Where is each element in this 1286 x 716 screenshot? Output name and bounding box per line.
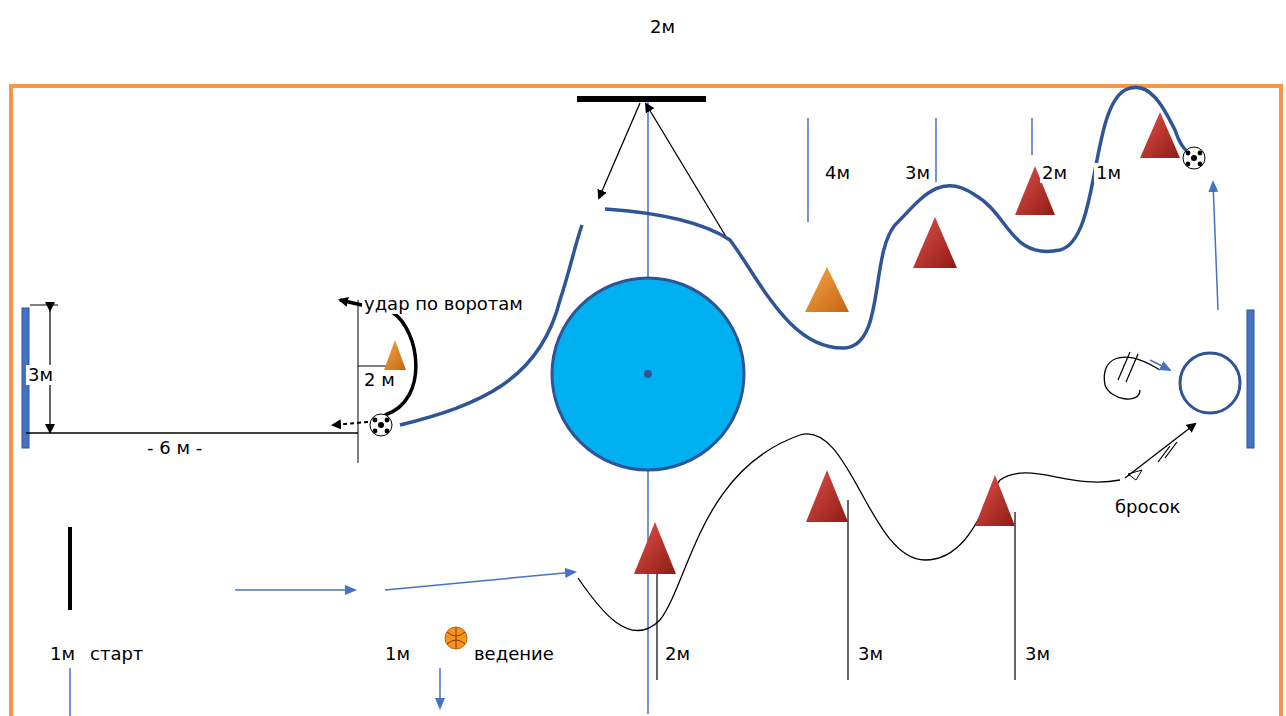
dimension-label: 4м (823, 163, 852, 183)
dimension-label: 3м (26, 365, 55, 385)
dimension-label: ведение (472, 644, 556, 664)
dimension-label: 3м (903, 163, 932, 183)
dimension-label: 1м (383, 644, 412, 664)
dimension-label: старт (88, 644, 145, 664)
dimension-label: 3м (856, 644, 885, 664)
dimension-label: 1м (48, 644, 77, 664)
dimension-label: 2 м (362, 370, 397, 390)
dimension-label: удар по воротам (362, 294, 525, 314)
dimension-label: 2м (1040, 163, 1069, 183)
dimension-label: 2м (648, 17, 677, 37)
dimension-label: 2м (663, 644, 692, 664)
dimension-label: 3м (1023, 644, 1052, 664)
dimension-label: - 6 м - (145, 438, 204, 458)
dimension-label: 1м (1094, 163, 1123, 183)
dimension-label: бросок (1113, 497, 1182, 517)
